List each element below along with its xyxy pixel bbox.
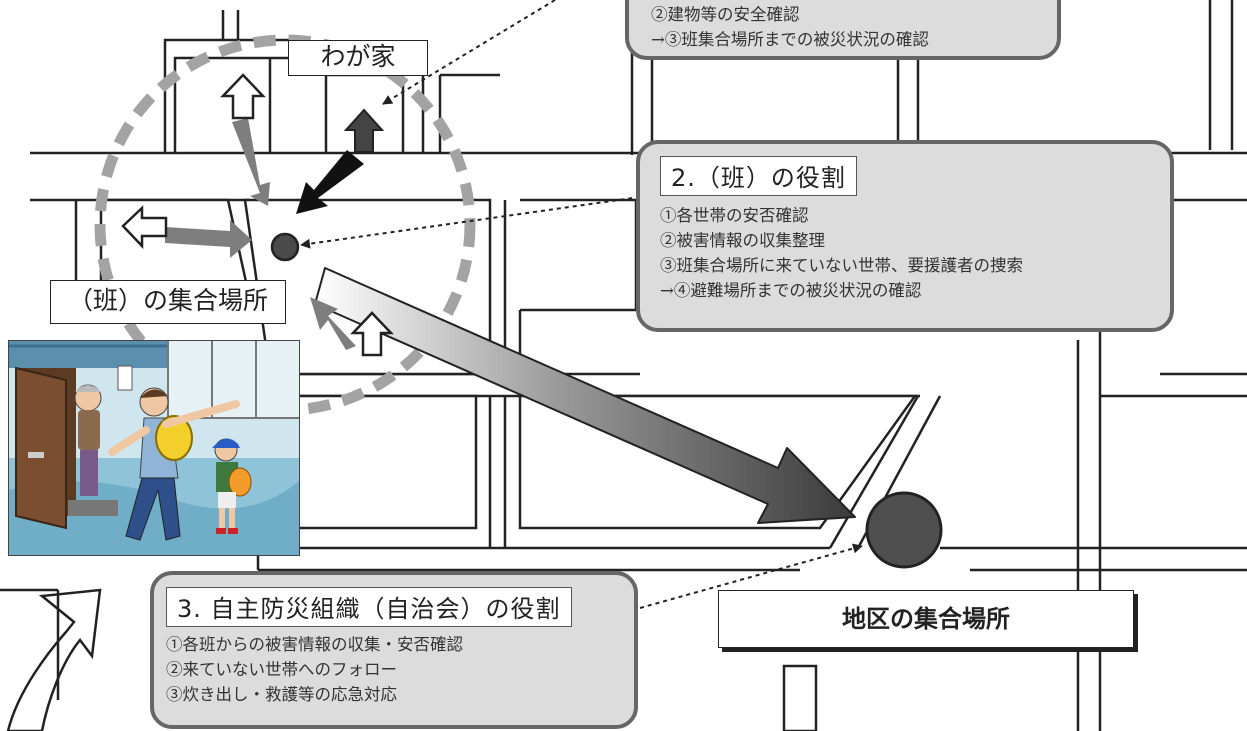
role-line: ③班集合場所に来ていない世帯、要援護者の捜索	[660, 256, 1023, 275]
route-arrow-to-district	[314, 267, 856, 524]
house-arrow-icon	[220, 73, 266, 120]
gray-movement-arrows	[165, 118, 356, 350]
my-house-arrow-icon	[343, 108, 385, 153]
role-line: →④避難場所までの被災状況の確認	[660, 281, 922, 300]
district-gathering-label: 地区の集合場所	[718, 590, 1134, 648]
role-line: ①各世帯の安否確認	[660, 206, 809, 225]
han-gathering-label: （班）の集合場所	[50, 280, 286, 324]
house-arrow-icon	[350, 311, 394, 357]
home-to-han-arrow	[296, 150, 364, 214]
role-line: ②建物等の安全確認	[651, 5, 800, 24]
role-line: →③班集合場所までの被災状況の確認	[651, 30, 929, 49]
pointer-line	[639, 543, 863, 609]
han-role-title: 2.（班）の役割	[660, 156, 857, 196]
role-line: ③炊き出し・救護等の応急対応	[166, 685, 397, 704]
house-arrow-icon	[121, 205, 168, 250]
home-label: わが家	[288, 40, 428, 76]
household-role-box: ②建物等の安全確認 →③班集合場所までの被災状況の確認	[625, 0, 1061, 60]
role-line: ②来ていない世帯へのフォロー	[166, 660, 397, 679]
curved-arrow-icon	[6, 588, 102, 731]
association-role-box: 3. 自主防災組織（自治会）の役割 ①各班からの被害情報の収集・安否確認 ②来て…	[150, 571, 638, 729]
pointer-line	[300, 196, 641, 249]
road-stub	[782, 664, 818, 731]
role-line: ①各班からの被害情報の収集・安否確認	[166, 635, 463, 654]
district-gathering-point	[865, 491, 943, 569]
safety-check-illustration	[8, 340, 300, 556]
han-gathering-point	[270, 232, 300, 262]
role-line: ②被害情報の収集整理	[660, 231, 825, 250]
pointer-line	[382, 0, 556, 105]
association-role-title: 3. 自主防災組織（自治会）の役割	[166, 587, 572, 627]
han-role-box: 2.（班）の役割 ①各世帯の安否確認 ②被害情報の収集整理 ③班集合場所に来てい…	[636, 140, 1174, 332]
